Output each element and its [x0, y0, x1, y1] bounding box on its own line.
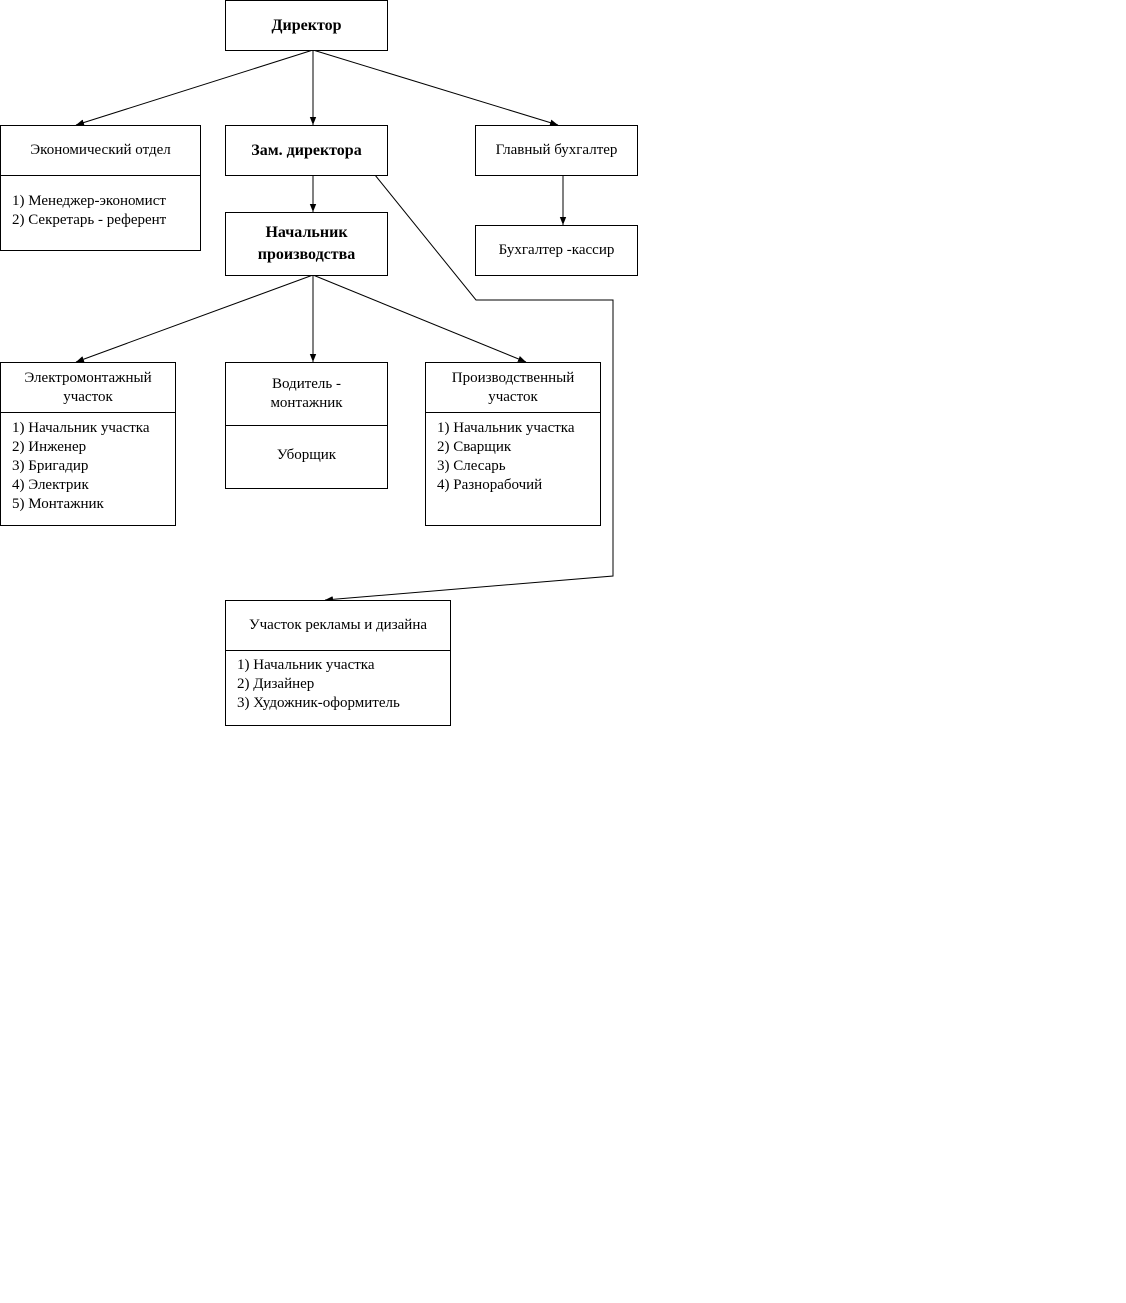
- accountant-cashier-label: Бухгалтер -кассир: [498, 242, 615, 258]
- production-section-list: 1) Начальник участка 2) Сварщик 3) Слеса…: [426, 413, 600, 495]
- production-section-header: Производственный участок: [426, 363, 600, 413]
- list-item: 2) Сварщик: [437, 439, 512, 455]
- arrow-director-economic: [75, 49, 314, 126]
- deputy-director-box: Зам. директора: [225, 125, 388, 176]
- production-section-box: Производственный участок 1) Начальник уч…: [425, 362, 601, 526]
- chief-accountant-box: Главный бухгалтер: [475, 125, 638, 176]
- list-item: 4) Разнорабочий: [437, 477, 543, 493]
- electro-section-title: Электромонтажный участок: [24, 369, 152, 405]
- list-item: 1) Начальник участка: [437, 420, 575, 436]
- list-item: 1) Начальник участка: [12, 420, 150, 436]
- arrow-production-head-electro: [75, 274, 314, 363]
- list-item: 2) Дизайнер: [237, 676, 315, 692]
- ad-section-header: Участок рекламы и дизайна: [226, 601, 450, 651]
- list-item: 2) Инженер: [12, 439, 87, 455]
- ad-section-list: 1) Начальник участка 2) Дизайнер 3) Худо…: [226, 651, 450, 713]
- cleaner-label: Уборщик: [276, 446, 337, 463]
- list-item: 4) Электрик: [12, 477, 89, 493]
- accountant-cashier-box: Бухгалтер -кассир: [475, 225, 638, 276]
- electro-section-box: Электромонтажный участок 1) Начальник уч…: [0, 362, 176, 526]
- ad-section-title: Участок рекламы и дизайна: [248, 617, 427, 633]
- production-head-box: Начальник производства: [225, 212, 388, 276]
- production-head-label: Начальник производства: [257, 224, 356, 263]
- economic-dept-header: Экономический отдел: [1, 126, 200, 176]
- cleaner-row: Уборщик: [226, 426, 387, 484]
- ad-section-box: Участок рекламы и дизайна 1) Начальник у…: [225, 600, 451, 726]
- deputy-director-label: Зам. директора: [251, 142, 362, 159]
- driver-title: Водитель - монтажник: [270, 376, 343, 411]
- arrow-deputy-ad-section: [324, 174, 614, 603]
- economic-dept-list: 1) Менеджер-экономист 2) Секретарь - реф…: [1, 176, 200, 230]
- list-item: 3) Художник-оформитель: [237, 695, 400, 711]
- list-item: 5) Монтажник: [12, 496, 104, 512]
- arrow-director-chief-accountant: [312, 49, 559, 126]
- chief-accountant-label: Главный бухгалтер: [495, 142, 618, 158]
- electro-section-list: 1) Начальник участка 2) Инженер 3) Брига…: [1, 413, 175, 514]
- list-item: 1) Менеджер-экономист: [12, 193, 166, 209]
- list-item: 3) Бригадир: [12, 458, 89, 474]
- economic-dept-box: Экономический отдел 1) Менеджер-экономис…: [0, 125, 201, 251]
- production-section-title: Производственный участок: [451, 369, 575, 405]
- driver-box: Водитель - монтажник Уборщик: [225, 362, 388, 489]
- arrow-production-head-production: [312, 274, 527, 363]
- list-item: 1) Начальник участка: [237, 657, 375, 673]
- driver-header: Водитель - монтажник: [226, 363, 387, 426]
- list-item: 2) Секретарь - референт: [12, 212, 167, 228]
- director-label: Директор: [271, 17, 342, 34]
- director-box: Директор: [225, 0, 388, 51]
- electro-section-header: Электромонтажный участок: [1, 363, 175, 413]
- economic-dept-title: Экономический отдел: [30, 142, 171, 158]
- list-item: 3) Слесарь: [437, 458, 506, 474]
